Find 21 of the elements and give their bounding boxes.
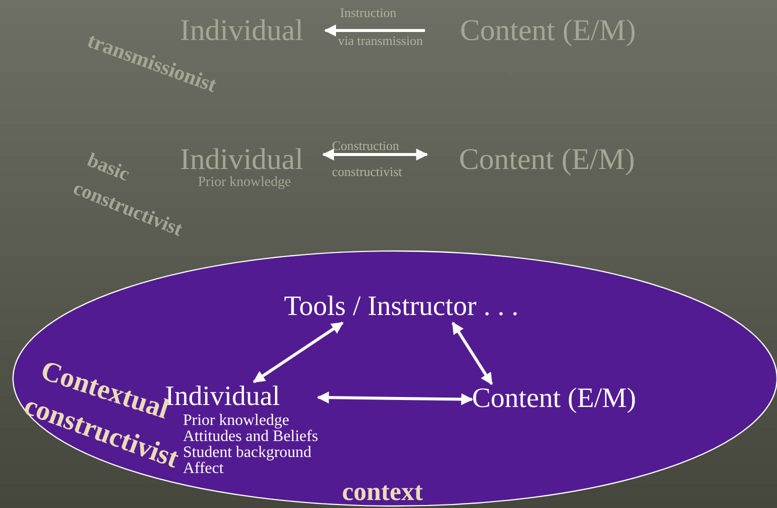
node-title: Content (E/M)	[472, 384, 636, 415]
node-note: Affect	[182, 460, 225, 477]
context-ellipse	[12, 250, 777, 507]
node-note: Prior knowledge	[182, 412, 290, 429]
note-text: constructivist	[332, 165, 402, 178]
node-title: Tools / Instructor . . .	[284, 292, 518, 323]
node-note: Attitudes and Beliefs	[182, 428, 318, 445]
node-title: Content (E/M)	[460, 14, 636, 47]
rotated-label: basic	[84, 150, 132, 185]
note-text: via transmission	[338, 34, 423, 47]
edge-label: Instruction	[340, 6, 396, 19]
arrow	[252, 322, 344, 384]
arrow	[322, 148, 428, 161]
arrow	[324, 24, 425, 36]
edge-label: Construction	[332, 139, 400, 152]
context-label: context	[342, 478, 423, 507]
arrow	[452, 322, 493, 386]
node-title: Content (E/M)	[459, 143, 635, 176]
arrow	[316, 392, 474, 406]
node-title: Individual	[180, 143, 304, 176]
node-note: Prior knowledge	[197, 176, 292, 190]
